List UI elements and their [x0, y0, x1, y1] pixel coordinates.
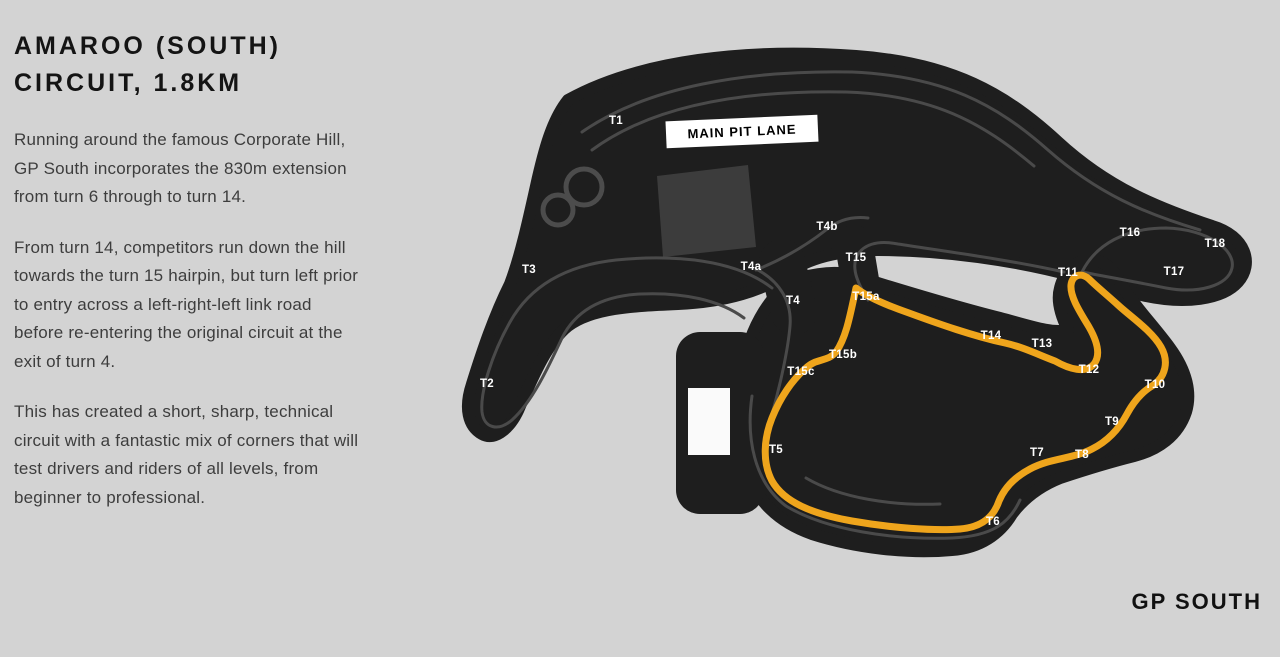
turn-label-t1: T1 — [608, 115, 624, 127]
track-edge-line — [804, 476, 942, 506]
track-connector-t4 — [759, 239, 817, 335]
turn-label-t3: T3 — [521, 264, 537, 276]
turn-label-t15b: T15b — [828, 349, 858, 361]
track-edge-line — [590, 90, 1036, 168]
title-line-2: CIRCUIT, 1.8KM — [14, 69, 243, 97]
track-edge-lines — [480, 70, 1234, 540]
page-title: AMAROO (SOUTH) CIRCUIT, 1.8KM — [14, 28, 366, 102]
turn-label-t7: T7 — [1029, 447, 1045, 459]
description-paragraph-1: Running around the famous Corporate Hill… — [14, 130, 347, 206]
turn-label-t15a: T15a — [852, 291, 880, 303]
track-edge-line — [754, 216, 870, 272]
turn-label-t5: T5 — [768, 444, 784, 456]
track-edge-line — [853, 241, 1066, 302]
turn-label-t10: T10 — [1144, 379, 1166, 391]
turn-label-t9: T9 — [1104, 416, 1120, 428]
turn-label-t14: T14 — [980, 330, 1002, 342]
track-edge-line — [480, 256, 774, 429]
turn-label-t4a: T4a — [740, 261, 762, 273]
turn-label-t6: T6 — [985, 516, 1001, 528]
turn-label-t17: T17 — [1163, 266, 1185, 278]
turn-label-t11: T11 — [1057, 267, 1079, 279]
turn-label-t13: T13 — [1031, 338, 1053, 350]
turn-label-t15: T15 — [845, 252, 867, 264]
track-edge-line — [756, 268, 792, 416]
turn-label-t4b: T4b — [816, 221, 838, 233]
paddock-building-shape — [657, 165, 756, 257]
turn-label-t2: T2 — [479, 378, 495, 390]
description-paragraph-3: This has created a short, sharp, technic… — [14, 402, 359, 507]
highlight-route — [761, 271, 1169, 534]
turn-label-t15c: T15c — [787, 366, 815, 378]
track-edge-line — [1080, 226, 1234, 292]
skidpan-icon — [540, 166, 605, 228]
track-edge-line — [580, 70, 1202, 232]
turn-label-t18: T18 — [1204, 238, 1226, 250]
turn-label-t8: T8 — [1074, 449, 1090, 461]
turn-label-t4: T4 — [785, 295, 801, 307]
turn-label-t16: T16 — [1119, 227, 1141, 239]
info-panel: AMAROO (SOUTH) CIRCUIT, 1.8KM Running ar… — [14, 28, 366, 534]
description-paragraph-2: From turn 14, competitors run down the h… — [14, 237, 359, 371]
track-edge-line — [748, 394, 1022, 540]
title-line-1: AMAROO (SOUTH) — [14, 32, 281, 60]
pit-building-shape — [688, 388, 730, 455]
turn-label-t12: T12 — [1078, 364, 1100, 376]
circuit-name-label: GP SOUTH — [1131, 589, 1262, 614]
